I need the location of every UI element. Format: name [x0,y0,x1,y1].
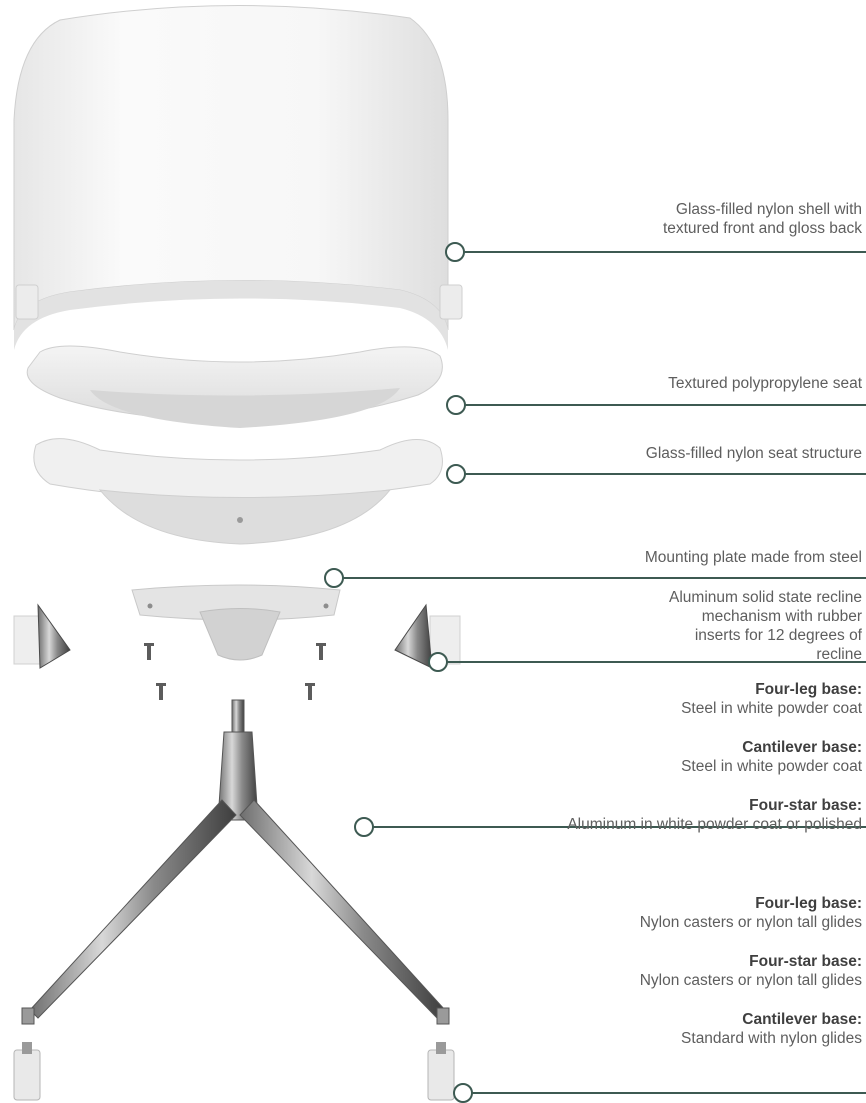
base-spec-four-star: Four-star base: Aluminum in white powder… [567,796,862,834]
seat-callout: Textured polypropylene seat [668,374,862,393]
seat-structure-callout: Glass-filled nylon seat structure [646,444,862,463]
shell-callout: Glass-filled nylon shell with textured f… [663,200,862,238]
base-marker [355,818,373,836]
chair-shell [14,5,462,350]
glides-marker [454,1084,472,1102]
base-spec-four-leg: Four-leg base: Steel in white powder coa… [681,680,862,718]
glide-spec-cantilever: Cantilever base: Standard with nylon gli… [681,1010,862,1048]
recline-callout: Aluminum solid state recline mechanism w… [669,588,862,664]
base-spec-cantilever: Cantilever base: Steel in white powder c… [681,738,862,776]
mounting-plate-callout: Mounting plate made from steel [645,548,862,567]
shell-marker [446,243,464,261]
glide-left [14,1042,40,1100]
seat-structure-marker [447,465,465,483]
recline-marker [429,653,447,671]
four-star-base [22,700,449,1024]
mounting-plate [132,585,340,660]
seat-structure [34,439,443,544]
recline-mechanism-right [395,605,460,668]
seat-marker [447,396,465,414]
glide-spec-four-leg: Four-leg base: Nylon casters or nylon ta… [640,894,862,932]
glide-spec-four-star: Four-star base: Nylon casters or nylon t… [640,952,862,990]
recline-mechanism-left [14,605,70,668]
mounting-plate-marker [325,569,343,587]
seat [27,346,442,428]
glide-right [428,1042,454,1100]
